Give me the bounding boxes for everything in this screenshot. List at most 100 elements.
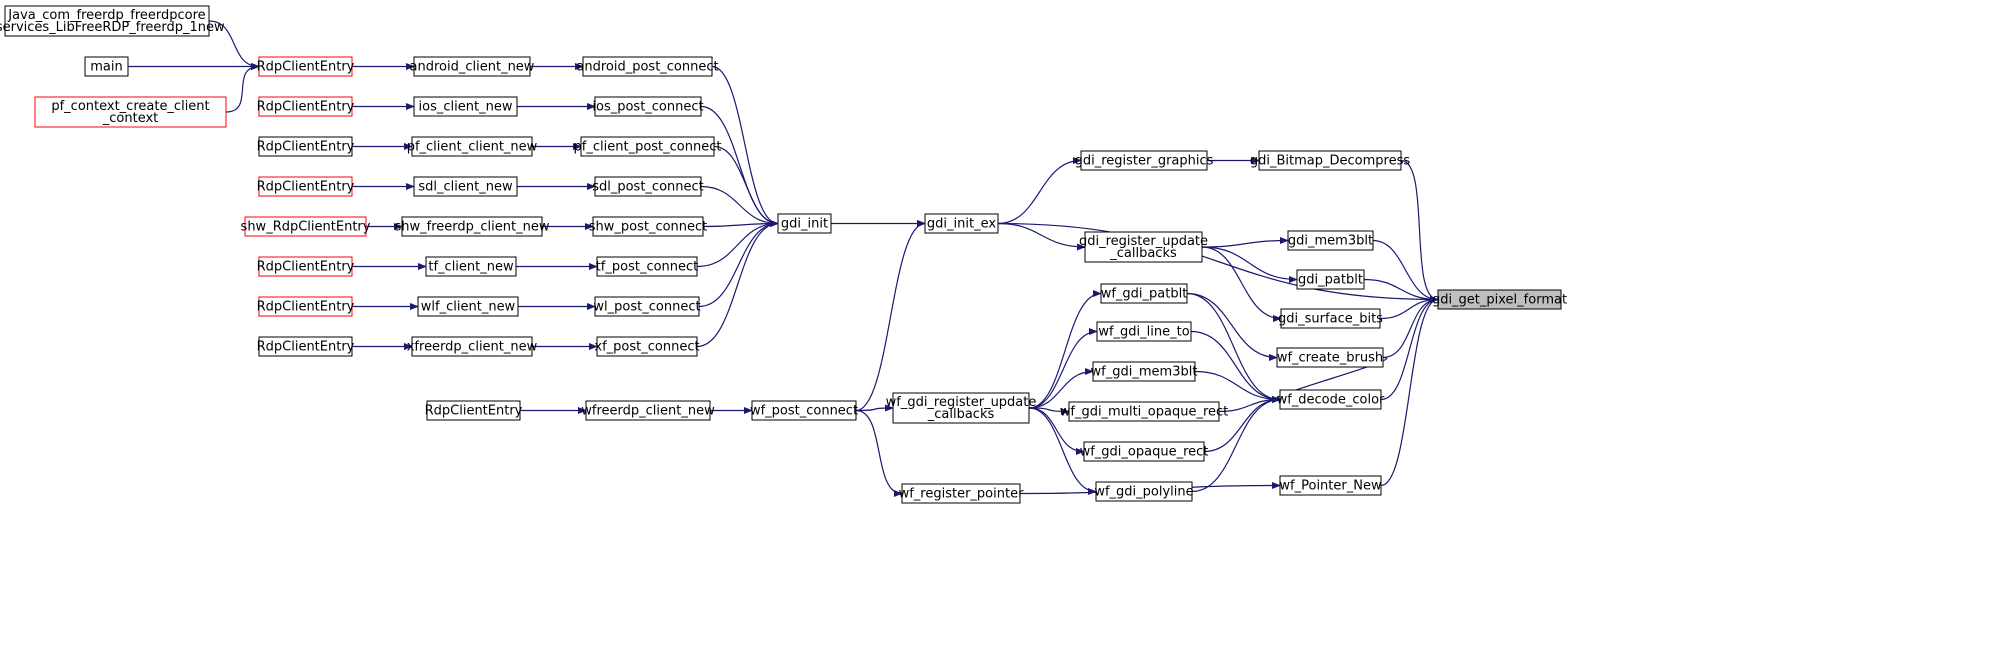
edge-gdi-register-update-callbacks-to-gdi-mem3blt (1201, 236, 1289, 248)
node-gdi-get-pixel-format[interactable]: gdi_get_pixel_format (1432, 289, 1567, 310)
node-wlf-client-new[interactable]: wlf_client_new (417, 296, 519, 317)
node-gdi-surface-bits[interactable]: gdi_surface_bits (1278, 308, 1383, 329)
node-gdi-patblt[interactable]: gdi_patblt (1296, 269, 1365, 290)
node-rdp-wlf[interactable]: RdpClientEntry (257, 296, 355, 317)
edge-wf-gdi-register-update-callbacks-to-wf-gdi-mem3blt (1028, 367, 1094, 409)
node-wf-gdi-register-update-callbacks[interactable]: wf_gdi_register_update_callbacks (886, 392, 1037, 424)
node-android-post-connect[interactable]: android_post_connect (576, 56, 719, 77)
node-pf-client-post-connect[interactable]: pf_client_post_connect (574, 136, 722, 157)
edge-pf-client-post-connect-to-gdi-init (713, 145, 779, 228)
edge-wf-create-brush-to-gdi-get-pixel-format (1382, 295, 1439, 359)
node-ios-client-new[interactable]: ios_client_new (413, 96, 518, 117)
node-label: android_client_new (410, 60, 535, 75)
edge-gdi-init-ex-to-gdi-register-graphics (997, 156, 1082, 225)
node-box (1092, 361, 1196, 382)
node-rdp-pf[interactable]: RdpClientEntry (257, 136, 355, 157)
node-android-client-new[interactable]: android_client_new (410, 56, 535, 77)
node-box (1279, 389, 1382, 410)
node-wf-Pointer-New[interactable]: wf_Pointer_New (1279, 475, 1382, 496)
node-wf-gdi-polyline[interactable]: wf_gdi_polyline (1094, 481, 1194, 502)
node-label: Java_com_freerdp_freerdpcore (7, 8, 205, 23)
node-label: wf_gdi_patblt (1101, 287, 1188, 302)
edge-wf-Pointer-New-to-gdi-get-pixel-format (1380, 295, 1439, 487)
node-sdl-post-connect[interactable]: sdl_post_connect (592, 176, 704, 197)
node-shw-post-connect[interactable]: shw_post_connect (589, 216, 708, 237)
node-box (34, 96, 227, 128)
node-wf-gdi-multi-opaque-rect[interactable]: wf_gdi_multi_opaque_rect (1060, 401, 1229, 422)
node-xfreerdp-client-new[interactable]: xfreerdp_client_new (407, 336, 538, 357)
node-wf-decode-color[interactable]: wf_decode_color (1277, 389, 1385, 410)
node-label: wf_gdi_register_update (886, 395, 1037, 410)
node-wf-register-pointer[interactable]: wf_register_pointer (899, 483, 1024, 504)
node-wfreerdp-client-new[interactable]: wfreerdp_client_new (581, 400, 715, 421)
node-box (258, 296, 353, 317)
node-rdp-sdl[interactable]: RdpClientEntry (257, 176, 355, 197)
node-box (258, 336, 353, 357)
node-tf-client-new[interactable]: tf_client_new (425, 256, 517, 277)
node-box (425, 256, 517, 277)
node-label: RdpClientEntry (257, 140, 355, 155)
edge-ios-post-connect-to-gdi-init (700, 105, 779, 228)
edge-wf-gdi-register-update-callbacks-to-wf-gdi-multi-opaque-rect (1028, 407, 1070, 416)
node-pf-client-client-new[interactable]: pf_client_client_new (407, 136, 538, 157)
node-gdi-register-update-callbacks[interactable]: gdi_register_update_callbacks (1079, 231, 1208, 263)
node-label: gdi_surface_bits (1278, 312, 1383, 327)
node-java[interactable]: Java_com_freerdp_freerdpcore_services_Li… (0, 5, 225, 37)
node-wf-gdi-mem3blt[interactable]: wf_gdi_mem3blt (1091, 361, 1198, 382)
edge-tf-post-connect-to-gdi-init (696, 219, 779, 268)
node-box (901, 483, 1021, 504)
node-box (258, 256, 353, 277)
node-rdp-wf[interactable]: RdpClientEntry (425, 400, 523, 421)
edge-wf-gdi-patblt-to-wf-decode-color (1186, 292, 1281, 404)
edge-pfctx-to-rdp1 (225, 62, 260, 113)
edge-wf-post-connect-to-gdi-init-ex (855, 219, 926, 412)
edge-wf-decode-color-to-gdi-get-pixel-format (1380, 295, 1439, 401)
node-label: RdpClientEntry (257, 180, 355, 195)
edge-wf-gdi-line-to-to-wf-decode-color (1190, 330, 1281, 404)
node-box (411, 336, 533, 357)
node-label: RdpClientEntry (257, 300, 355, 315)
node-gdi-Bitmap-Decompress[interactable]: gdi_Bitmap_Decompress (1250, 150, 1410, 171)
edge-gdi-init-ex-to-gdi-register-update-callbacks (997, 222, 1086, 251)
node-gdi-mem3blt[interactable]: gdi_mem3blt (1287, 230, 1374, 251)
node-label: gdi_register_update (1079, 234, 1208, 249)
node-ios-post-connect[interactable]: ios_post_connect (592, 96, 704, 117)
node-box (1279, 475, 1382, 496)
node-rdp-xf[interactable]: RdpClientEntry (257, 336, 355, 357)
edge-gdi-register-update-callbacks-to-gdi-surface-bits (1201, 246, 1282, 323)
node-wf-gdi-opaque-rect[interactable]: wf_gdi_opaque_rect (1080, 441, 1209, 462)
node-gdi-register-graphics[interactable]: gdi_register_graphics (1075, 150, 1214, 171)
node-shw-rdp[interactable]: shw_RdpClientEntry (241, 216, 371, 237)
node-label: gdi_register_graphics (1075, 154, 1214, 169)
node-rdp-ios[interactable]: RdpClientEntry (257, 96, 355, 117)
node-xf-post-connect[interactable]: xf_post_connect (594, 336, 700, 357)
node-box (244, 216, 367, 237)
node-sdl-client-new[interactable]: sdl_client_new (413, 176, 518, 197)
edge-wf-gdi-register-update-callbacks-to-wf-gdi-polyline (1028, 407, 1097, 496)
node-wl-post-connect[interactable]: wl_post_connect (593, 296, 701, 317)
edge-sdl-post-connect-to-gdi-init (700, 185, 779, 228)
node-tf-post-connect[interactable]: tf_post_connect (596, 256, 699, 277)
edge-wl-post-connect-to-gdi-init (698, 219, 779, 308)
edge-wf-gdi-polyline-to-wf-decode-color (1191, 395, 1281, 493)
node-box (413, 176, 518, 197)
node-wf-create-brush[interactable]: wf_create_brush (1276, 347, 1384, 368)
node-label: pf_context_create_client (51, 99, 209, 114)
node-wf-gdi-patblt[interactable]: wf_gdi_patblt (1100, 283, 1188, 304)
node-rdp-tf[interactable]: RdpClientEntry (257, 256, 355, 277)
node-label: sdl_client_new (418, 180, 513, 195)
node-main[interactable]: main (84, 56, 129, 77)
node-box (84, 56, 129, 77)
node-label: gdi_get_pixel_format (1432, 293, 1567, 308)
node-gdi-init-ex[interactable]: gdi_init_ex (924, 213, 999, 234)
node-rdp1[interactable]: RdpClientEntry (257, 56, 355, 77)
node-box (582, 56, 713, 77)
node-label: wf_gdi_polyline (1094, 485, 1193, 500)
node-wf-gdi-line-to[interactable]: wf_gdi_line_to (1096, 321, 1192, 342)
node-shw-freerdp-client-new[interactable]: shw_freerdp_client_new (395, 216, 550, 237)
node-gdi-init[interactable]: gdi_init (777, 213, 832, 234)
node-box (596, 336, 698, 357)
node-pfctx[interactable]: pf_context_create_client_context (34, 96, 227, 128)
node-wf-post-connect[interactable]: wf_post_connect (750, 400, 858, 421)
node-label: xfreerdp_client_new (407, 340, 538, 355)
